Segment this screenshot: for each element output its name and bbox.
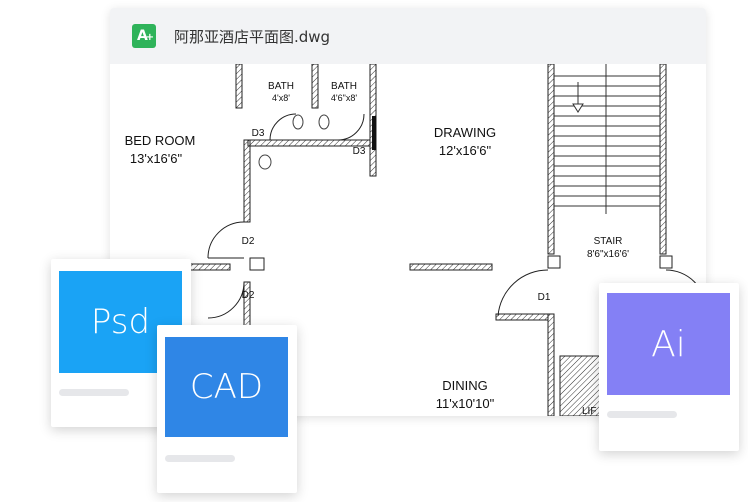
room-name-dining: DINING [442,378,488,393]
cad-file-card[interactable]: CAD [157,325,297,493]
room-size-bath-1: 4'x8' [272,93,290,103]
door-label-d3-right: D3 [353,146,366,157]
app-icon-letter: A [137,28,148,44]
psd-file-name-placeholder [59,389,129,396]
cad-file-thumbnail: CAD [165,337,288,437]
psd-file-thumbnail: Psd [59,271,182,373]
room-size-stair: 8'6"x16'6' [587,249,629,260]
room-name-lift-partial: LIF [582,406,596,416]
ai-file-card[interactable]: Ai [599,283,739,451]
ai-file-label: Ai [651,323,686,365]
door-label-d1: D1 [538,292,551,303]
file-name: 阿那亚酒店平面图.dwg [174,28,331,46]
autocad-app-icon: A+ [132,24,156,48]
room-size-bath-2: 4'6"x8' [331,93,357,103]
door-label-d2-bottom: D2 [242,290,255,301]
room-name-bath-2: BATH [331,81,357,92]
room-size-dining: 11'x10'10" [436,396,495,411]
ai-file-thumbnail: Ai [607,293,730,395]
room-name-drawing: DRAWING [434,125,496,140]
room-size-bedroom: 13'x16'6" [130,151,183,166]
app-icon-plus: + [145,32,154,43]
door-label-d2-top: D2 [242,236,255,247]
door-label-d3-left: D3 [252,128,265,139]
room-name-bedroom: BED ROOM [125,133,196,148]
room-name-stair: STAIR [594,236,623,247]
cad-file-label: CAD [189,367,264,407]
file-preview-window: A+ 阿那亚酒店平面图.dwg [110,8,706,416]
psd-file-label: Psd [90,302,151,342]
window-titlebar: A+ 阿那亚酒店平面图.dwg [110,8,706,64]
room-name-bath-1: BATH [268,81,294,92]
room-size-drawing: 12'x16'6" [439,143,492,158]
cad-file-name-placeholder [165,455,235,462]
ai-file-name-placeholder [607,411,677,418]
